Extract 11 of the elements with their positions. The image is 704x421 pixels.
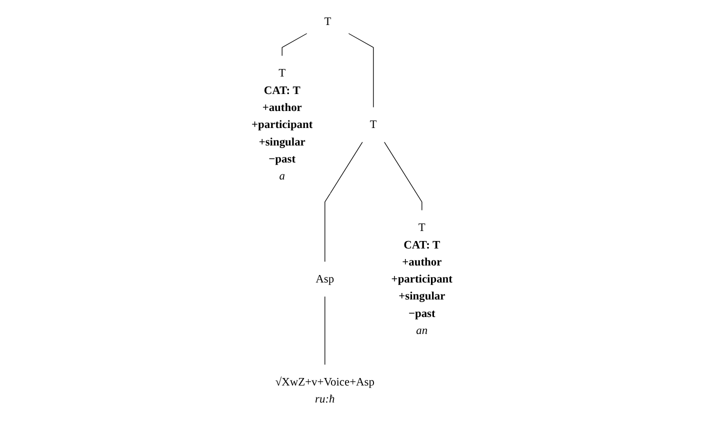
connector [384, 142, 422, 211]
node-text: T [324, 15, 332, 28]
connector [324, 296, 326, 366]
connector [282, 33, 308, 56]
node-text: √XwZ+v+Voice+Asp ru:ħ [275, 376, 374, 406]
connector [348, 33, 374, 108]
connector [324, 142, 363, 262]
node-text: Asp [316, 272, 334, 286]
node-text: T CAT: T +author +participant +singular −past an [391, 221, 452, 337]
node-text: T CAT: T +author +participant +singular −past a [252, 66, 313, 182]
node-text: T [370, 118, 377, 131]
